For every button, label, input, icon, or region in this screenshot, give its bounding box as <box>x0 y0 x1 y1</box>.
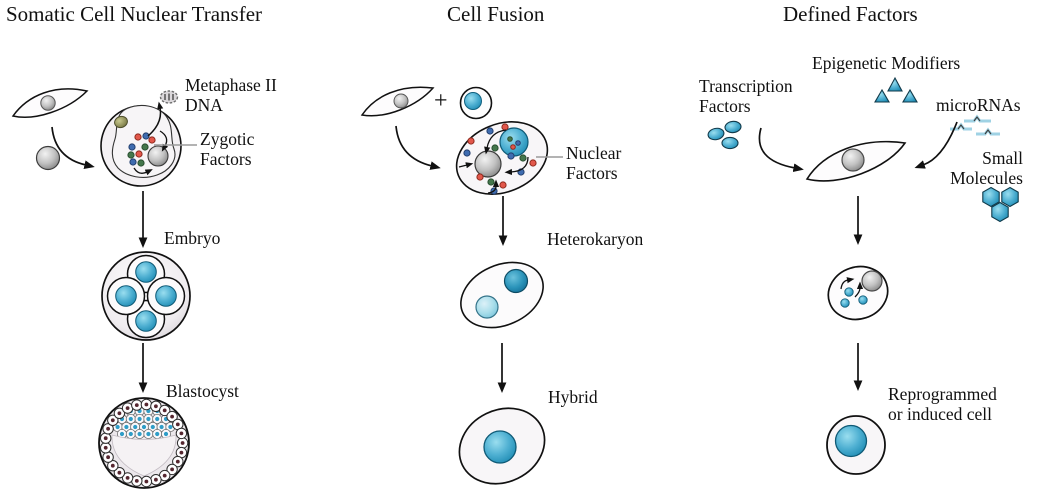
metaphase-dna-icon <box>159 90 179 104</box>
arrow-metaphase-extraction <box>147 101 164 137</box>
embryo <box>101 251 191 341</box>
factor-dot <box>840 298 850 308</box>
label-small-molecules: Small Molecules <box>950 148 1023 188</box>
mixing-arrow <box>133 167 153 176</box>
heterokaryon-cell <box>460 261 544 329</box>
hybrid-cell <box>458 407 546 485</box>
blastomere-nucleus <box>135 310 157 332</box>
mixing-arrow <box>854 281 864 298</box>
panel-scnt-graphics <box>11 88 197 489</box>
partner-nucleus <box>499 127 529 157</box>
small-molecules-icon <box>982 186 1019 223</box>
transferred-nucleus <box>147 145 169 167</box>
arrow-factors-right <box>914 121 958 169</box>
panel-title-scnt: Somatic Cell Nuclear Transfer <box>6 2 263 26</box>
factor-dot <box>844 287 854 297</box>
hybrid-nucleus <box>483 430 517 464</box>
trophectoderm-ring <box>100 398 189 488</box>
label-embryo: Embryo <box>164 228 221 248</box>
label-reprogrammed-cell: Reprogrammed or induced cell <box>888 384 997 424</box>
label-epigenetic-modifiers: Epigenetic Modifiers <box>812 53 961 73</box>
mixing-arrow <box>458 162 474 169</box>
somatic-cell-nucleus <box>40 95 56 111</box>
somatic-cell-nucleus <box>393 93 409 109</box>
mixing-arrow <box>484 129 507 155</box>
target-cell-nucleus <box>841 148 865 172</box>
nuclear-factor-dots <box>463 123 537 195</box>
heterokaryon-nucleus-dark <box>503 268 529 294</box>
mixing-arrow <box>504 156 529 176</box>
blastomere-nucleus <box>135 261 157 283</box>
partner-cell-nucleus <box>464 92 482 110</box>
panel-title-cell-fusion: Cell Fusion <box>447 2 545 26</box>
blastomere-nucleus <box>155 285 177 307</box>
target-somatic-cell <box>805 140 907 182</box>
mixing-arrow <box>840 277 855 290</box>
reprogrammed-cell <box>826 415 886 475</box>
label-transcription-factors: Transcription Factors <box>699 76 793 116</box>
reprogrammed-nucleus <box>834 424 868 458</box>
label-metaphase-dna: Metaphase II DNA <box>185 75 277 115</box>
arrow-to-fused-cell <box>395 125 441 170</box>
blastocyst <box>98 397 190 489</box>
enucleated-oocyte <box>100 104 182 187</box>
plus-sign: + <box>434 88 448 114</box>
panel-defined-factors-graphics <box>707 76 1019 475</box>
polar-body <box>114 115 128 129</box>
panel-title-defined-factors: Defined Factors <box>783 2 918 26</box>
label-nuclear-factors: Nuclear Factors <box>566 143 622 183</box>
somatic-cell <box>11 88 89 118</box>
label-heterokaryon: Heterokaryon <box>547 229 644 249</box>
transcription-factors-icon <box>707 120 742 150</box>
panel-cell-fusion-graphics <box>360 86 563 485</box>
donor-nucleus <box>35 145 61 171</box>
micrornas-icon <box>950 114 1000 136</box>
label-micrornas: microRNAs <box>936 95 1021 115</box>
blastomere-nucleus <box>115 285 137 307</box>
heterokaryon-nucleus-light <box>475 295 499 319</box>
fused-cell <box>455 121 549 195</box>
blastocoel-cavity <box>111 434 177 477</box>
partner-nucleus-dots <box>507 136 521 150</box>
somatic-nucleus <box>474 150 502 178</box>
label-zygotic-factors: Zygotic Factors <box>200 129 255 169</box>
epigenetic-modifiers-icon <box>874 76 918 103</box>
label-blastocyst: Blastocyst <box>166 381 239 401</box>
reprogramming-intermediate-cell <box>827 265 889 321</box>
label-hybrid: Hybrid <box>548 387 598 407</box>
somatic-cell <box>360 86 435 117</box>
arrow-somatic-to-oocyte <box>51 126 95 169</box>
arrow-factors-left <box>758 127 804 173</box>
intermediate-gray-nucleus <box>861 270 883 292</box>
partner-cell <box>459 86 493 120</box>
factor-dot <box>858 295 868 305</box>
mixing-arrow <box>487 179 500 194</box>
